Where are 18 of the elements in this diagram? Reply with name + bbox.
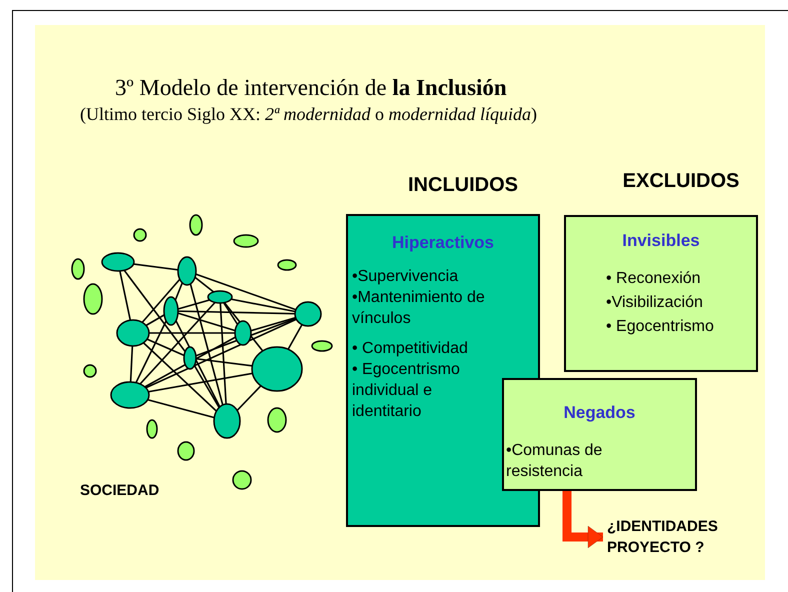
result-text: ¿IDENTIDADES PROYECTO ? [607, 517, 719, 558]
title: 3º Modelo de intervención de la Inclusión [115, 75, 507, 101]
category-heading: INCLUIDOS [407, 174, 519, 197]
subgroup-heading: Invisibles [621, 230, 701, 251]
group-label: SOCIEDAD [80, 481, 160, 501]
bullet-text: •Comunas de resistencia [506, 441, 604, 482]
subgroup-heading: Negados [562, 402, 636, 423]
category-heading: EXCLUIDOS [622, 170, 740, 193]
bullet-text: •Visibilización [606, 293, 704, 313]
bullet-text: • Egocentrismo individual e identitario [352, 360, 461, 422]
bullet-text: •Mantenimiento de vínculos [352, 288, 486, 329]
bullet-text: • Egocentrismo [606, 317, 715, 337]
arrow [562, 491, 604, 548]
bullet-text: • Competitividad [352, 339, 469, 359]
bullet-text: •Supervivencia [352, 267, 460, 287]
bullet-text: • Reconexión [606, 269, 702, 289]
subgroup-heading: Hiperactivos [390, 232, 496, 253]
subtitle: (Ultimo tercio Siglo XX: 2ª modernidad o modernidad líquida) [80, 104, 537, 125]
